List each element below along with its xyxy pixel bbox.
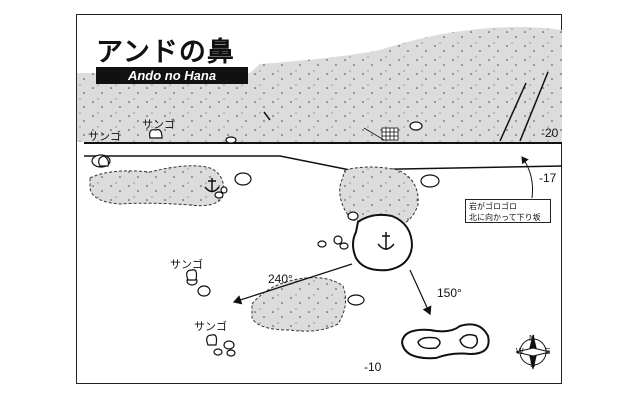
sand-patch-left bbox=[89, 165, 224, 207]
pinnacle-contour bbox=[400, 323, 490, 360]
route-arrow-150 bbox=[409, 269, 432, 316]
note-line: 岩がゴロゴロ bbox=[469, 202, 517, 211]
compass-letter: N bbox=[529, 334, 535, 343]
compass-letter: S bbox=[530, 360, 536, 369]
compass-icon bbox=[515, 334, 551, 370]
compass-letter: E bbox=[545, 347, 551, 356]
route-arrow-240 bbox=[232, 263, 353, 305]
net-icon bbox=[363, 127, 399, 141]
sand-patch-lower bbox=[251, 277, 347, 332]
contour-line-minus-17 bbox=[84, 155, 563, 171]
coral-label: サンゴ bbox=[142, 118, 175, 131]
sand-patch-center bbox=[339, 166, 419, 227]
depth-label: -10 bbox=[364, 360, 382, 374]
coral-icons bbox=[98, 129, 218, 346]
coral-label: サンゴ bbox=[170, 258, 203, 271]
depth-label: -20 bbox=[541, 126, 559, 140]
map-subtitle: Ando no Hana bbox=[96, 67, 248, 84]
anchor-icon-main bbox=[377, 232, 395, 250]
compass-letter: W bbox=[516, 347, 524, 356]
note-line: 北に向かって下り坂 bbox=[469, 213, 541, 222]
coral-label: サンゴ bbox=[88, 130, 121, 143]
bearing-label: 150° bbox=[437, 286, 462, 300]
note-arrow bbox=[521, 156, 533, 199]
map-title: アンドの鼻 bbox=[96, 37, 235, 68]
main-rock bbox=[352, 213, 414, 272]
sand-slope-upper bbox=[77, 27, 562, 142]
coral-label: サンゴ bbox=[194, 320, 227, 333]
anchor-icon-left bbox=[204, 178, 220, 193]
depth-label: -17 bbox=[539, 171, 557, 185]
pole-icons bbox=[263, 71, 549, 142]
terrain-note: 岩がゴロゴロ 北に向かって下り坂 bbox=[465, 199, 551, 223]
bearing-label: 240° bbox=[268, 272, 293, 286]
